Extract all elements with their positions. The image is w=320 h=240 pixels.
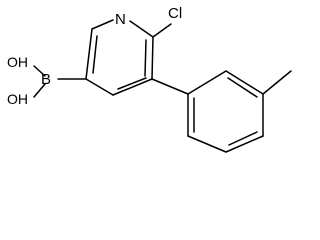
bond-tolyl-2 [225, 70, 264, 95]
bond-ring-inner-1 [92, 35, 98, 74]
bond-b-oh-bottom [33, 83, 46, 98]
bond-c4-c3 [85, 78, 114, 96]
hydroxyl-top-label: OH [7, 54, 28, 70]
bond-tolyl-1 [187, 70, 227, 95]
chemical-structure-svg: N Cl B OH OH [7, 5, 292, 153]
nitrogen-label: N [115, 11, 126, 28]
bond-c6-c5 [151, 36, 154, 80]
chlorine-label: Cl [168, 5, 182, 22]
bond-c5-c4 [112, 78, 153, 96]
boron-label: B [41, 71, 51, 88]
bond-b-oh-top [33, 65, 46, 77]
bond-tolyl-inner-2 [227, 77, 258, 98]
bond-c6-cl [152, 23, 172, 38]
tolyl-ring [187, 70, 264, 153]
pyridine-ring [85, 19, 154, 96]
bond-tolyl-inner-3 [228, 131, 258, 146]
bond-tolyl-4 [225, 135, 264, 153]
bond-ring-inner-2 [144, 39, 147, 77]
hydroxyl-bottom-label: OH [7, 91, 28, 107]
bond-n-c6 [129, 20, 154, 38]
bond-c3-c2 [85, 28, 93, 80]
bond-tolyl-5 [187, 135, 227, 153]
bond-methyl [262, 70, 292, 95]
chemical-structure-canvas: N Cl B OH OH [7, 5, 292, 153]
bond-c2-n [91, 19, 114, 30]
bond-ring-inner-3 [117, 77, 147, 90]
bond-biaryl [151, 78, 189, 95]
